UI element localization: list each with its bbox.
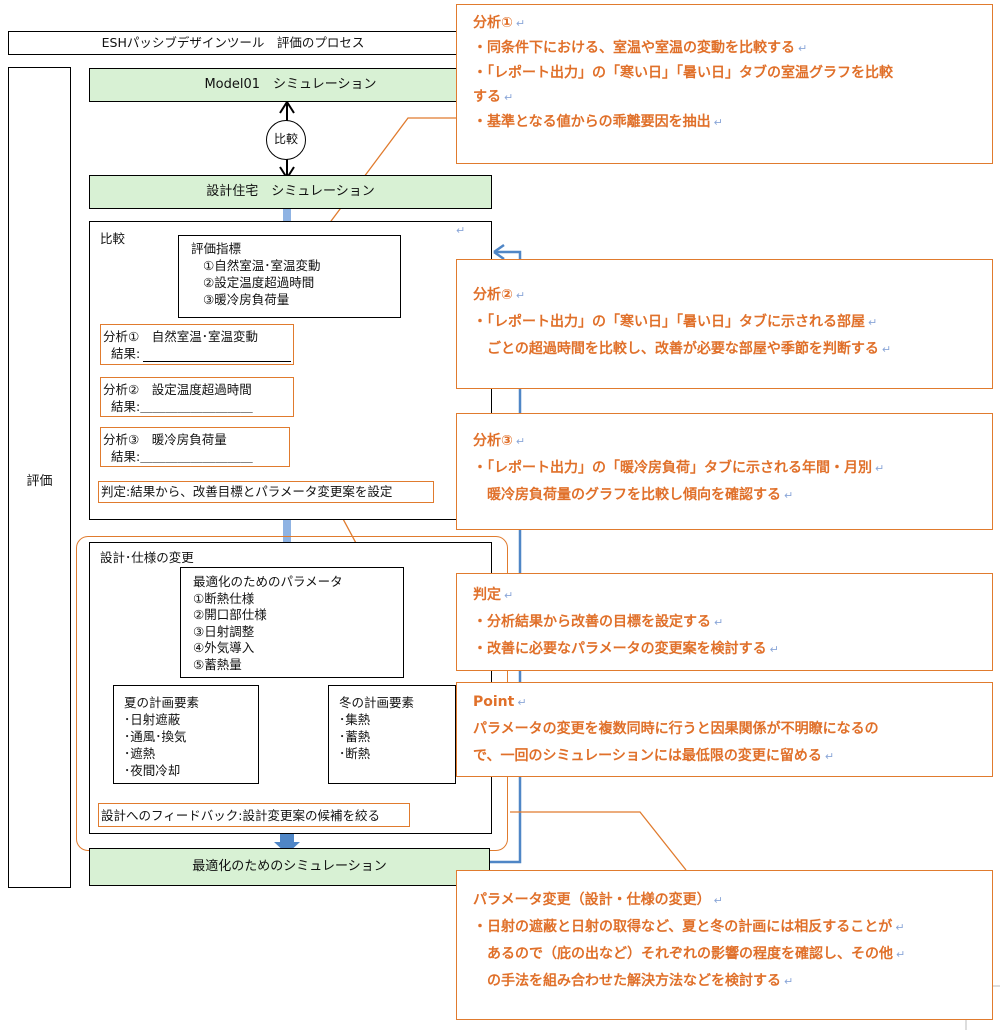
analysis3-result: 結果:＿＿＿＿＿＿＿＿＿ bbox=[111, 449, 253, 464]
callout-line: ・日射の遮蔽と日射の取得など、夏と冬の計画には相反することが bbox=[473, 919, 893, 935]
analysis2-title: 分析② 設定温度超過時間 bbox=[103, 382, 252, 397]
param-item: ③日射調整 bbox=[193, 623, 255, 639]
callout-param-change-title: パラメータ変更（設計・仕様の変更） bbox=[473, 892, 711, 908]
callout-analysis3: 分析③↵ ・「レポート出力」の「暖冷房負荷」タブに示される年間・月別↵ 暖冷房負… bbox=[456, 413, 993, 530]
callout-judgement-title: 判定 bbox=[473, 587, 501, 603]
analysis1-title: 分析① 自然室温･室温変動 bbox=[103, 329, 258, 344]
comparison-section-title: 比較 bbox=[100, 231, 126, 246]
summer-item: ･通風･換気 bbox=[124, 729, 187, 744]
callout-point: Point↵ パラメータの変更を複数同時に行うと因果関係が不明瞭になるの で、一… bbox=[456, 682, 993, 777]
callout-line: ・「レポート出力」の「寒い日」「暑い日」タブに示される部屋 bbox=[473, 314, 865, 330]
design-change-title: 設計･仕様の変更 bbox=[100, 550, 194, 565]
callout-point-title: Point bbox=[473, 694, 515, 710]
summer-item: ･遮熱 bbox=[124, 746, 156, 761]
callout-param-change: パラメータ変更（設計・仕様の変更）↵ ・日射の遮蔽と日射の取得など、夏と冬の計画… bbox=[456, 870, 993, 1020]
indicator-item: ①自然室温･室温変動 bbox=[203, 258, 321, 273]
summer-title: 夏の計画要素 bbox=[124, 695, 200, 710]
leader-param-change bbox=[510, 811, 687, 871]
callout-line: あるので（庇の出など）それぞれの影響の程度を確認し、その他 bbox=[473, 946, 893, 962]
param-item: ④外気導入 bbox=[193, 640, 255, 655]
callout-analysis1: 分析①↵ ・同条件下における、室温や室温の変動を比較する↵ ・「レポート出力」の… bbox=[456, 4, 993, 164]
callout-analysis2-title: 分析② bbox=[473, 287, 513, 303]
pilcrow-mark: ↵ bbox=[456, 224, 466, 237]
feedback-loop-arrowhead bbox=[493, 243, 505, 261]
analysis2-box: 分析② 設定温度超過時間 結果:＿＿＿＿＿＿＿＿＿ bbox=[100, 377, 294, 417]
side-label-box: 評価 bbox=[8, 67, 71, 888]
diagram-title-text: ESHパッシブデザインツール 評価のプロセス bbox=[101, 35, 365, 50]
callout-line: で、一回のシミュレーションには最低限の変更に留める bbox=[473, 748, 822, 764]
feedback-loop-line bbox=[490, 250, 522, 864]
indicator-box: 評価指標 ①自然室温･室温変動 ②設定温度超過時間 ③暖冷房負荷量 bbox=[178, 235, 401, 318]
design-simulation-box: 設計住宅 シミュレーション bbox=[89, 175, 492, 209]
indicator-item: ③暖冷房負荷量 bbox=[203, 292, 290, 307]
judgement-box: 判定:結果から、改善目標とパラメータ変更案を設定 bbox=[98, 481, 434, 503]
diagram-title: ESHパッシブデザインツール 評価のプロセス bbox=[8, 31, 458, 55]
analysis1-box: 分析① 自然室温･室温変動 結果: bbox=[100, 324, 294, 365]
compare-circle: 比較 bbox=[266, 120, 306, 160]
callout-line: パラメータの変更を複数同時に行うと因果関係が不明瞭になるの bbox=[473, 721, 879, 737]
side-label-text: 評価 bbox=[26, 474, 53, 489]
optimization-simulation-box: 最適化のためのシミュレーション bbox=[89, 848, 490, 886]
judgement-text: 判定:結果から、改善目標とパラメータ変更案を設定 bbox=[101, 484, 393, 499]
callout-line: ・改善に必要なパラメータの変更案を検討する bbox=[473, 641, 767, 657]
params-box: 最適化のためのパラメータ ①断熱仕様 ②開口部仕様 ③日射調整 ④外気導入 ⑤蓄… bbox=[180, 567, 404, 678]
optimization-simulation-label: 最適化のためのシミュレーション bbox=[192, 859, 387, 874]
analysis3-title: 分析③ 暖冷房負荷量 bbox=[103, 432, 227, 447]
model-simulation-box: Model01 シミュレーション bbox=[89, 68, 492, 102]
callout-judgement: 判定↵ ・分析結果から改善の目標を設定する↵ ・改善に必要なパラメータの変更案を… bbox=[456, 573, 993, 671]
param-item: ⑤蓄熱量 bbox=[193, 656, 242, 672]
design-simulation-label: 設計住宅 シミュレーション bbox=[206, 184, 375, 199]
summer-item: ･夜間冷却 bbox=[124, 763, 181, 778]
winter-item: ･断熱 bbox=[339, 746, 371, 761]
analysis2-result: 結果:＿＿＿＿＿＿＿＿＿ bbox=[111, 399, 253, 414]
callout-line: の手法を組み合わせた解決方法などを検討する bbox=[473, 973, 781, 989]
indicator-item: ②設定温度超過時間 bbox=[203, 275, 315, 290]
callout-line: ごとの超過時間を比較し、改善が必要な部屋や季節を判断する bbox=[473, 341, 879, 357]
callout-analysis2: 分析②↵ ・「レポート出力」の「寒い日」「暑い日」タブに示される部屋↵ ごとの超… bbox=[456, 259, 993, 389]
indicator-title: 評価指標 bbox=[191, 241, 242, 256]
feedback-box: 設計へのフィードバック:設計変更案の候補を絞る bbox=[98, 803, 410, 827]
params-title: 最適化のためのパラメータ bbox=[193, 574, 343, 589]
callout-line: する bbox=[473, 89, 501, 105]
callout-analysis1-title: 分析① bbox=[473, 15, 513, 31]
callout-analysis3-title: 分析③ bbox=[473, 433, 513, 449]
callout-line: ・「レポート出力」の「寒い日」「暑い日」タブの室温グラフを比較 bbox=[473, 65, 893, 81]
analysis1-result-underline bbox=[143, 361, 291, 362]
winter-box: 冬の計画要素 ･集熱 ･蓄熱 ･断熱 bbox=[328, 685, 456, 784]
winter-title: 冬の計画要素 bbox=[339, 695, 415, 710]
callout-line: ・「レポート出力」の「暖冷房負荷」タブに示される年間・月別 bbox=[473, 460, 872, 476]
winter-item: ･集熱 bbox=[339, 712, 371, 727]
callout-line: ・基準となる値からの乖離要因を抽出 bbox=[473, 114, 711, 130]
analysis3-box: 分析③ 暖冷房負荷量 結果:＿＿＿＿＿＿＿＿＿ bbox=[100, 427, 290, 467]
callout-line: 暖冷房負荷量のグラフを比較し傾向を確認する bbox=[473, 487, 781, 503]
analysis1-result: 結果: bbox=[111, 346, 141, 361]
param-item: ②開口部仕様 bbox=[193, 607, 267, 622]
winter-item: ･蓄熱 bbox=[339, 729, 371, 744]
callout-line: ・同条件下における、室温や室温の変動を比較する bbox=[473, 40, 795, 56]
model-simulation-label: Model01 シミュレーション bbox=[204, 77, 377, 92]
summer-box: 夏の計画要素 ･日射遮蔽 ･通風･換気 ･遮熱 ･夜間冷却 bbox=[113, 685, 259, 784]
param-item: ①断熱仕様 bbox=[193, 590, 255, 606]
feedback-text: 設計へのフィードバック:設計変更案の候補を絞る bbox=[101, 808, 380, 823]
summer-item: ･日射遮蔽 bbox=[124, 712, 181, 727]
callout-line: ・分析結果から改善の目標を設定する bbox=[473, 614, 711, 630]
compare-circle-label: 比較 bbox=[273, 132, 298, 146]
flow-arrow-down bbox=[274, 834, 300, 854]
